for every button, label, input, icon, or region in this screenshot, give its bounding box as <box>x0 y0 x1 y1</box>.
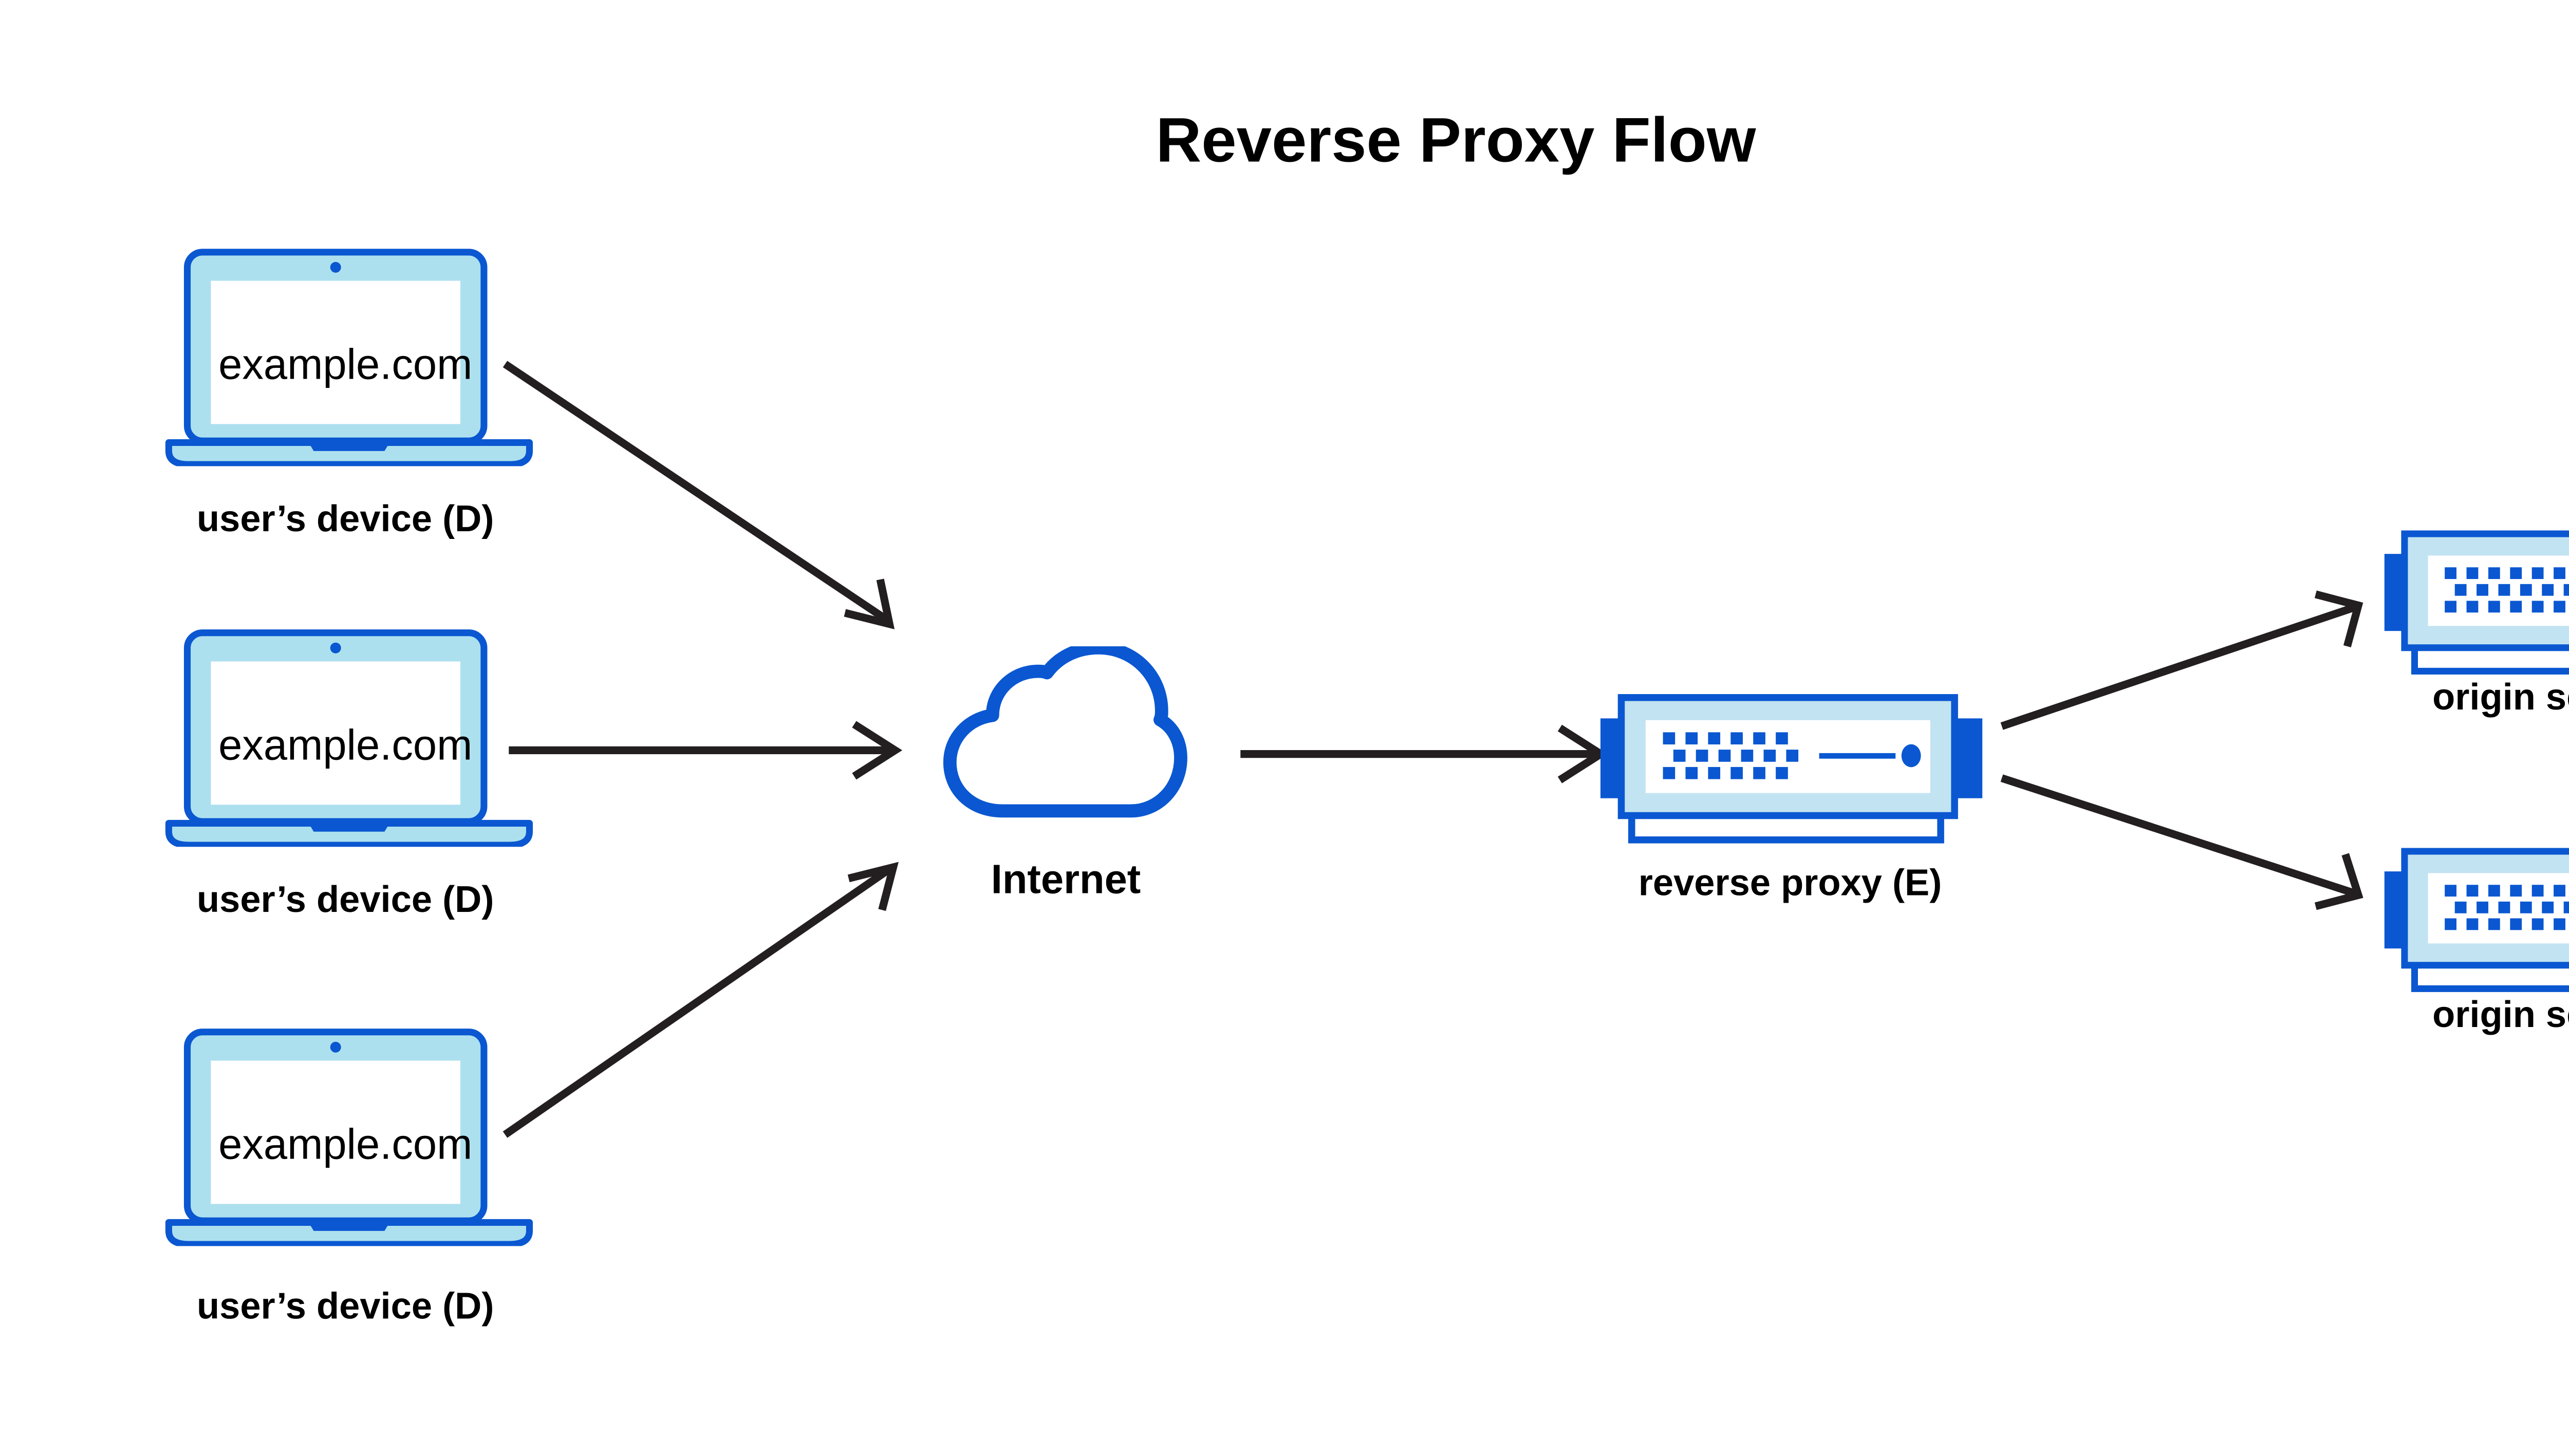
cloud-icon <box>950 648 1181 811</box>
page-title: Reverse Proxy Flow <box>1156 105 1756 176</box>
edge-client1-internet <box>502 361 895 629</box>
edge-layer <box>502 361 2363 1138</box>
client-2-label: user’s device (D) <box>197 879 494 920</box>
node-origin-1[interactable]: origin server (F) <box>2385 534 2569 718</box>
node-client-3[interactable]: example.com user’s device (D) <box>169 1032 529 1327</box>
client-1-label: user’s device (D) <box>197 498 494 539</box>
internet-label: Internet <box>991 856 1141 902</box>
node-internet[interactable]: Internet <box>950 648 1181 902</box>
client-3-label: user’s device (D) <box>197 1285 494 1327</box>
origin-2-label: origin server (F) <box>2432 994 2569 1035</box>
server-icon <box>1600 698 1982 840</box>
server-icon <box>2385 534 2569 671</box>
edge-client2-internet <box>509 721 903 780</box>
edge-internet-proxy <box>1240 724 1608 783</box>
edge-proxy-origin2 <box>2000 774 2363 910</box>
edge-proxy-origin1 <box>2000 590 2363 730</box>
edge-client3-internet <box>502 862 899 1138</box>
reverse-proxy-label: reverse proxy (E) <box>1639 862 1942 903</box>
client-1-screen-text: example.com <box>218 341 472 388</box>
origin-1-label: origin server (F) <box>2432 677 2569 718</box>
node-reverse-proxy[interactable]: reverse proxy (E) <box>1600 698 1982 904</box>
client-3-screen-text: example.com <box>218 1120 472 1168</box>
node-client-1[interactable]: example.com user’s device (D) <box>169 252 529 539</box>
node-origin-2[interactable]: origin server (F) <box>2385 851 2569 1035</box>
client-2-screen-text: example.com <box>218 721 472 769</box>
node-client-2[interactable]: example.com user’s device (D) <box>169 633 529 920</box>
server-icon <box>2385 851 2569 988</box>
